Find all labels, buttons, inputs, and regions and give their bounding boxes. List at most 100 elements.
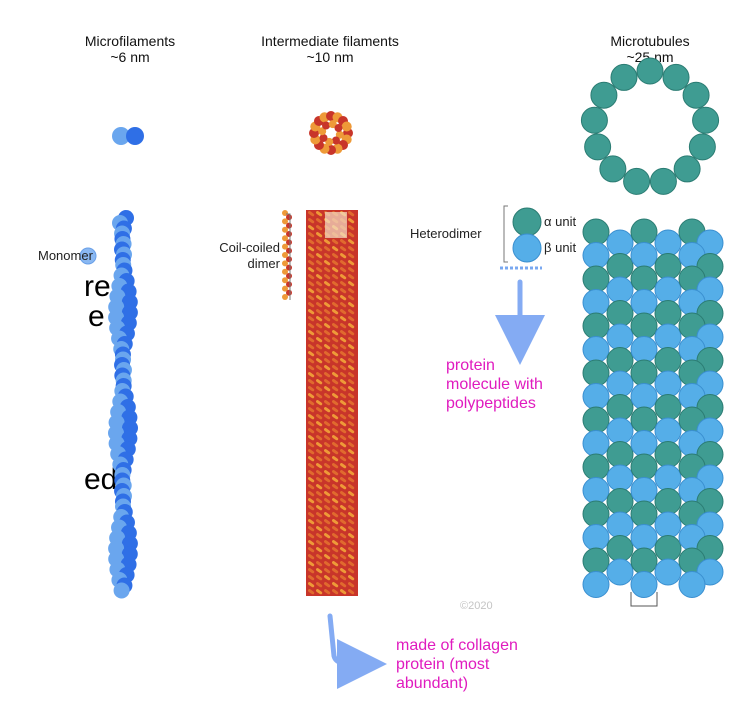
tubulin-beta [606,511,634,539]
rope-fiber [340,274,347,280]
tubulin-beta [654,276,682,304]
rope-fiber [340,267,347,273]
rope-fiber [324,561,331,567]
dimer-bead [282,294,288,300]
tubulin-alpha [654,300,682,327]
tubulin-ring-subunit [599,155,627,183]
rope-fiber [324,491,331,497]
rope-fiber [332,540,339,546]
rope-fiber [332,547,339,553]
collagen-annotation-line3: abundant) [396,675,469,692]
rope-fiber [316,582,323,588]
rope-fiber [332,505,339,511]
rope-fiber [324,533,331,539]
rope-fiber [324,512,331,518]
rope-fiber [332,407,339,413]
rope-fiber [324,379,331,385]
rope-fiber [316,589,323,595]
rope-fiber [308,295,315,301]
rope-fiber [324,393,331,399]
tubulin-alpha [630,547,658,575]
rope-fiber [340,435,347,441]
rope-fiber [324,358,331,364]
coil-bracket [286,213,291,300]
microfilaments-size: ~6 nm [110,49,150,65]
background-text-3: ed [84,463,118,496]
microtubules-size: ~25 nm [626,49,674,65]
protein-annotation-line2: molecule with [446,376,543,393]
rope-fiber [348,554,355,560]
rope-fiber [332,302,339,308]
rope-fiber [308,372,315,378]
rope-fiber [340,414,347,420]
rope-fiber [316,379,323,385]
rope-fiber [348,267,355,273]
rope-fiber [348,435,355,441]
rope-fiber [324,582,331,588]
rope-fiber [324,547,331,553]
if-cross-inner-subunit [334,124,343,133]
coil-label-line2: dimer [247,256,280,271]
rope-fiber [340,463,347,469]
intermediate-title: Intermediate filaments [261,33,399,49]
beta-unit-label: β unit [544,240,577,255]
rope-fiber [332,316,339,322]
rope-fiber [340,477,347,483]
if-cross-inner-subunit [331,136,340,145]
rope-fiber [348,295,355,301]
rope-fiber [340,309,347,315]
rope-fiber [324,337,331,343]
rope-fiber [308,316,315,322]
rope-fiber [316,568,323,574]
rope-fiber [308,211,315,217]
rope-fiber [348,211,355,217]
rope-fiber [324,498,331,504]
rope-fiber [316,337,323,343]
rope-fiber [340,372,347,378]
rope-fiber [324,281,331,287]
intermediate-filament-cross-section [309,111,353,155]
rope-fiber [324,554,331,560]
rope-fiber [340,246,347,252]
tubulin-beta [630,477,658,504]
rope-fiber [316,302,323,308]
rope-fiber [316,477,323,483]
rope-fiber [348,589,355,595]
monomer-label: Monomer [38,248,93,263]
rope-fiber [308,232,315,238]
rope-fiber [324,260,331,266]
dimer-bead [282,260,288,267]
rope-fiber [348,274,355,280]
tubulin-alpha [654,347,682,374]
tube-bracket [630,592,658,607]
rope-fiber [316,246,323,252]
rope-fiber [316,498,323,504]
rope-fiber [316,540,323,546]
rope-fiber [316,484,323,490]
rope-fiber [316,505,323,511]
rope-fiber [308,253,315,259]
rope-fiber [308,218,315,224]
rope-fiber [348,491,355,497]
rope-fiber [316,547,323,553]
tubulin-alpha [606,441,634,468]
tubulin-beta [582,524,610,551]
rope-fiber [340,512,347,518]
rope-fiber [348,456,355,462]
rope-fiber [308,533,315,539]
rope-fiber [340,239,347,245]
rope-fiber [332,456,339,462]
rope-fiber [308,428,315,434]
rope-fiber [308,365,315,371]
dimer-bead [282,243,288,250]
tubulin-alpha [606,253,634,280]
rope-fiber [308,456,315,462]
rope-fiber [340,442,347,448]
rope-fiber [348,428,355,434]
tubulin-alpha [606,535,634,562]
tubulin-ring-subunit [580,106,608,134]
rope-fiber [348,246,355,252]
rope-fiber [308,484,315,490]
rope-fiber [316,225,323,231]
